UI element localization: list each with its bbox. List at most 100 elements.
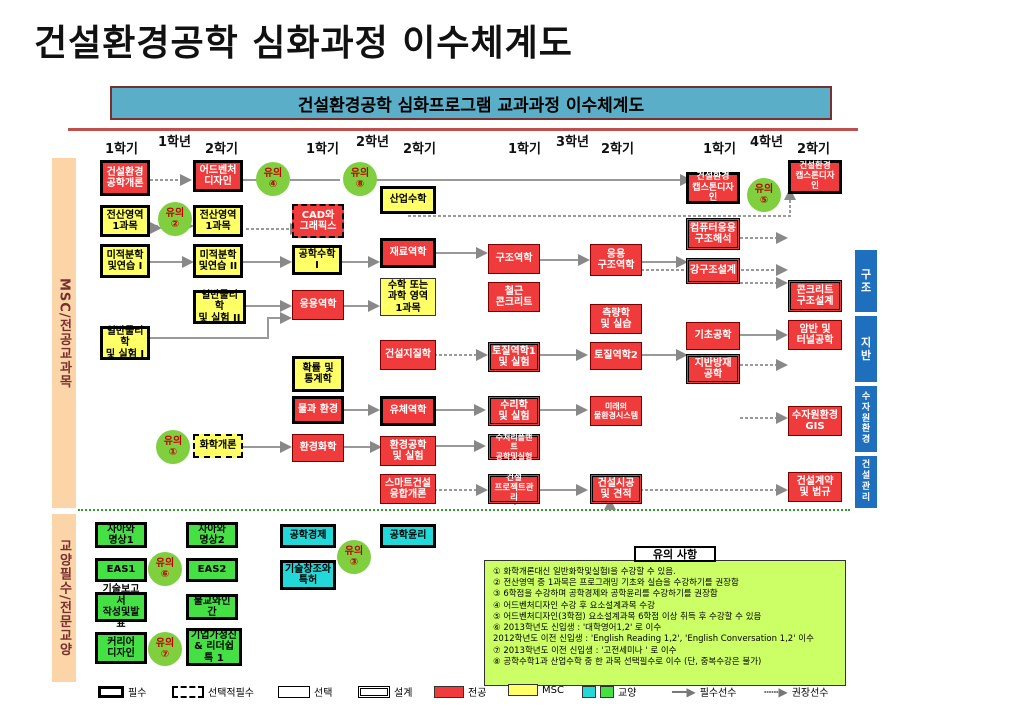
- course-box: 미적분학 및연습 II: [193, 244, 243, 278]
- course-box: 확률 및 통계학: [292, 356, 344, 392]
- legend-swatch: [434, 685, 464, 698]
- notes-panel: ① 화학개론대신 일반화학및실험I을 수강할 수 있음. ② 전산영역 중 1과…: [484, 560, 846, 686]
- year-label: 1학년: [158, 135, 191, 150]
- note-marker: 유의 ③: [337, 540, 371, 574]
- note-line: ① 화학개론대신 일반화학및실험I을 수강할 수 있음.: [493, 567, 676, 577]
- course-box: 컴퓨터응용 구조해석: [686, 218, 740, 250]
- year-label: 4학년: [750, 135, 783, 150]
- course-box: 자아와 명상2: [186, 522, 238, 548]
- note-marker: 유의 ④: [256, 162, 290, 196]
- legend-label: 선택: [314, 688, 333, 699]
- note-marker: 유의 ⑦: [148, 632, 182, 666]
- note-line: ③ 6학점을 수강하며 공학경제와 공학윤리를 수강하기를 권장함: [493, 589, 718, 600]
- course-box: 수학 또는 과학 영역 1과목: [380, 278, 436, 316]
- diagram-banner: 건설환경공학 심화프로그램 교과과정 이수체계도: [110, 86, 832, 120]
- course-box: 화학개론: [193, 434, 243, 458]
- course-box: 공학수학 I: [292, 245, 342, 275]
- course-box: 수처리플랜트 공학및실험: [488, 433, 540, 461]
- year-label: 3학년: [556, 135, 589, 150]
- legend-label: 필수선수: [699, 688, 737, 699]
- note-marker: 유의 ①: [156, 430, 190, 464]
- note-line: 2012학년도 이전 신입생 : 'English Reading 1,2', …: [493, 634, 814, 645]
- note-line: ② 전산영역 중 1과목은 프로그래밍 기초와 실습을 수강하기를 권장함: [493, 578, 739, 589]
- page-title: 건설환경공학 심화과정 이수체계도: [34, 23, 573, 64]
- notes-title: 유의 사항: [634, 546, 716, 562]
- note-line: ⑥ 2013학년도 신입생 : '대학영어1,2' 로 이수: [493, 623, 662, 634]
- course-box: 응용역학: [292, 290, 344, 320]
- course-box: 물과 환경: [292, 396, 344, 424]
- course-box: 미적분학 및연습 I: [100, 244, 150, 278]
- course-box: 토질역학2: [590, 342, 642, 370]
- course-box: EAS1: [95, 558, 147, 582]
- year-label: 2학년: [356, 135, 389, 150]
- legend-label: 전공: [468, 688, 487, 699]
- note-marker: 유의 ⑧: [343, 162, 377, 196]
- course-box: 산업수학: [380, 186, 436, 214]
- semester-label: 2학기: [205, 142, 238, 157]
- legend-design: 설계: [358, 684, 412, 699]
- course-box: 전산영역 1과목: [193, 205, 243, 237]
- legend-swatch: [98, 685, 124, 698]
- course-box: 수자원환경 GIS: [788, 406, 842, 436]
- liberal-sidebar: 교양필수/전문교양: [52, 514, 76, 682]
- course-box: EAS2: [186, 558, 238, 582]
- course-box: 암반 및 터널공학: [788, 320, 842, 350]
- note-line: ⑧ 공학수학1과 산업수학 중 한 과목 선택필수로 이수 (단, 중복수강은 …: [493, 656, 762, 667]
- course-box: 환경공학 및 실험: [380, 436, 436, 466]
- note-line: ⑤ 어드벤처디자인(3학점) 요소설계과목 6학점 이상 취득 후 수강할 수 …: [493, 611, 762, 622]
- legend-major: 전공: [434, 684, 486, 699]
- note-marker: 유의 ⑥: [148, 552, 182, 586]
- course-box: 건설시공 및 견적: [590, 474, 642, 504]
- legend-optional-required: 선택적필수: [172, 684, 254, 699]
- course-box: 일반물리학 및 실험 I: [100, 326, 150, 360]
- course-box: 불교와인간: [186, 594, 238, 620]
- legend-swatch: [582, 685, 596, 698]
- course-box: 건설지질학: [380, 340, 436, 370]
- legend-swatch: [358, 685, 390, 698]
- course-box: 공학윤리: [380, 524, 436, 548]
- course-box: 수리학 및 실험: [488, 396, 540, 426]
- semester-label: 2학기: [797, 142, 830, 157]
- course-box: CAD와 그래픽스: [292, 204, 344, 238]
- legend-msc: MSC: [508, 684, 564, 696]
- header-divider: [68, 128, 858, 131]
- semester-label: 2학기: [601, 142, 634, 157]
- course-box: 기술보고서 작성및발표: [95, 584, 147, 630]
- legend-swatch: [278, 685, 310, 698]
- course-box: 환경화학: [292, 434, 344, 462]
- course-box: 지반방재 공학: [686, 354, 740, 384]
- section-divider: [78, 509, 850, 511]
- note-marker: 유의 ②: [158, 202, 192, 236]
- legend-label: 필수: [128, 688, 147, 699]
- course-box: 어드벤처 디자인: [193, 160, 243, 192]
- course-box: 유체역학: [380, 396, 436, 426]
- course-box: 일반물리학 및 실험 II: [193, 290, 246, 324]
- track-tab-geotech: 지 반: [855, 316, 877, 382]
- note-line: ⑦ 2013학년도 이전 신입생 : '고전세미나 ' 로 이수: [493, 645, 677, 656]
- legend-swatch: [600, 685, 614, 698]
- course-box: 전산영역 1과목: [100, 205, 150, 237]
- course-box: 건설계약 및 법규: [788, 472, 842, 502]
- course-box: 기업가정신 & 리더쉽 특 1: [186, 628, 242, 666]
- semester-label: 1학기: [508, 142, 541, 157]
- semester-label: 1학기: [306, 142, 339, 157]
- semester-label: 1학기: [703, 142, 736, 157]
- legend-recommended-prereq: ┅┅▶ 권장선수: [764, 684, 829, 700]
- track-tab-structure: 구 조: [855, 250, 877, 312]
- dotted-arrow-icon: ┅┅▶: [764, 684, 788, 699]
- course-box: 미래의 물환경시스템: [590, 396, 642, 426]
- track-tab-construction: 건 설 관 리: [855, 456, 877, 508]
- course-box: 공학경제: [280, 524, 336, 548]
- course-box: 구조역학: [488, 244, 540, 274]
- track-tab-water: 수 자 원 환 경: [855, 386, 877, 452]
- semester-label: 1학기: [105, 142, 138, 157]
- semester-label: 2학기: [403, 142, 436, 157]
- legend-swatch: [172, 685, 204, 698]
- note-marker: 유의 ⑤: [747, 178, 781, 212]
- course-box: 기술창조와 특허: [280, 560, 336, 590]
- course-box: 응용 구조역학: [590, 244, 642, 276]
- arrow-icon: ━━▶: [672, 684, 696, 699]
- course-box: 콘크리트 구조설계: [788, 280, 842, 312]
- course-box: 기초공학: [686, 322, 740, 350]
- note-line: ④ 어드벤처디자인 수강 후 요소설계과목 수강: [493, 600, 655, 611]
